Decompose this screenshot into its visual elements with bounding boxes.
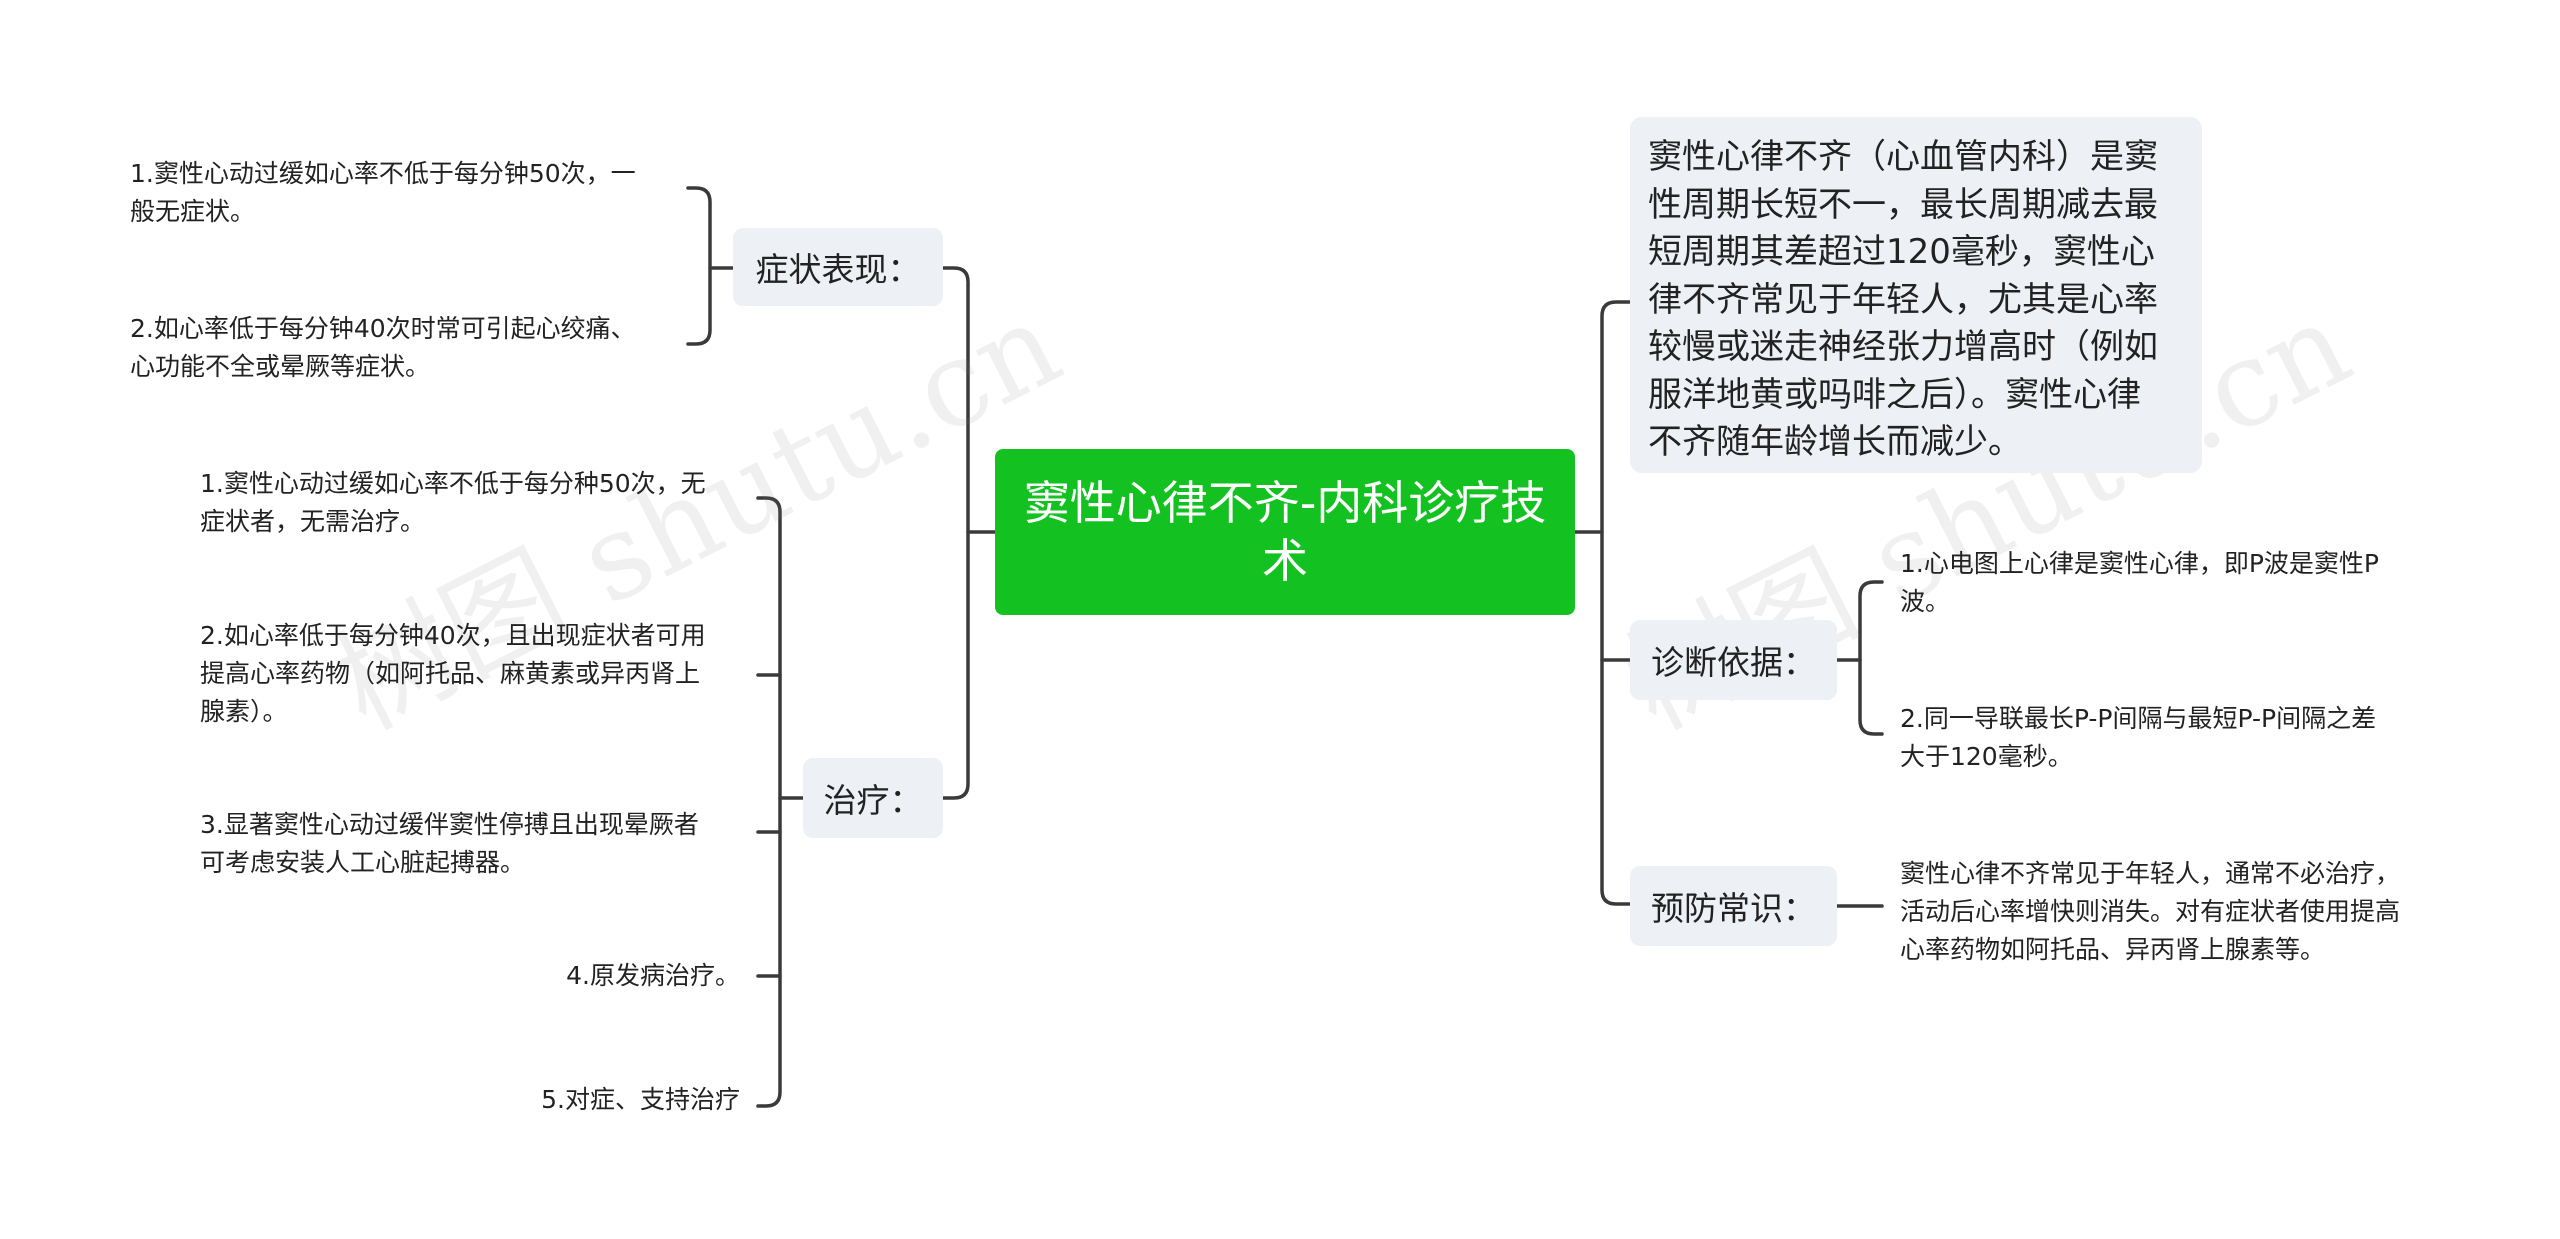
definition-line: 不齐随年龄增长而减少。 [1648,422,2022,462]
leaf-text-line: 2.如心率低于每分钟40次，且出现症状者可用 [200,621,706,650]
diagnosis-item: 1.心电图上心律是窦性心律，即P波是窦性P 波。 [1900,545,2379,621]
leaf-text-line: 腺素）。 [200,697,288,726]
definition-node[interactable]: 窦性心律不齐（心血管内科）是窦 性周期长短不一，最长周期减去最 短周期其差超过1… [1630,117,2202,473]
definition-line: 短周期其差超过120毫秒，窦性心 [1648,232,2155,272]
leaf-text-line: 可考虑安装人工心脏起搏器。 [200,848,526,877]
branch-label: 预防常识： [1651,889,1816,928]
symptom-item: 1.窦性心动过缓如心率不低于每分钟50次，一 般无症状。 [130,155,636,231]
leaf-text-line: 1.心电图上心律是窦性心律，即P波是窦性P [1900,549,2380,578]
branch-treatment[interactable]: 治疗： [803,758,943,838]
definition-line: 窦性心律不齐（心血管内科）是窦 [1648,137,2158,177]
definition-line: 较慢或迷走神经张力增高时（例如 [1648,327,2158,367]
leaf-text-line: 3.显著窦性心动过缓伴窦性停搏且出现晕厥者 [200,810,699,839]
leaf-text-line: 心率药物如阿托品、异丙肾上腺素等。 [1900,935,2326,964]
leaf-text-line: 心功能不全或晕厥等症状。 [130,352,431,381]
leaf-text-line: 窦性心律不齐常见于年轻人，通常不必治疗， [1900,859,2401,888]
treatment-item: 3.显著窦性心动过缓伴窦性停搏且出现晕厥者 可考虑安装人工心脏起搏器。 [200,806,699,882]
leaf-text-line: 般无症状。 [130,197,256,226]
definition-line: 服洋地黄或吗啡之后）。窦性心律 [1648,374,2141,415]
treatment-item: 2.如心率低于每分钟40次，且出现症状者可用 提高心率药物（如阿托品、麻黄素或异… [200,617,706,731]
definition-line: 性周期长短不一，最长周期减去最 [1648,184,2158,225]
treatment-item: 1.窦性心动过缓如心率不低于每分种50次，无 症状者，无需治疗。 [200,465,706,541]
treatment-item: 4.原发病治疗。 [400,957,740,995]
central-topic[interactable]: 窦性心律不齐-内科诊疗技 术 [995,449,1575,615]
leaf-text-line: 波。 [1900,587,1951,616]
leaf-text-line: 5.对症、支持治疗 [541,1085,740,1114]
diagnosis-item: 2.同一导联最长P-P间隔与最短P-P间隔之差 大于120毫秒。 [1900,700,2376,776]
treatment-item: 5.对症、支持治疗 [400,1081,740,1119]
leaf-text-line: 4.原发病治疗。 [566,961,740,990]
leaf-text-line: 2.同一导联最长P-P间隔与最短P-P间隔之差 [1900,704,2377,733]
central-title-line: 术 [1261,534,1308,588]
leaf-text-line: 2.如心率低于每分钟40次时常可引起心绞痛、 [130,314,636,343]
leaf-text-line: 提高心率药物（如阿托品、麻黄素或异丙肾上 [200,659,701,688]
branch-label: 治疗： [823,781,923,820]
central-title-line: 窦性心律不齐-内科诊疗技 [1023,476,1547,530]
symptom-item: 2.如心率低于每分钟40次时常可引起心绞痛、 心功能不全或晕厥等症状。 [130,310,636,386]
definition-line: 律不齐常见于年轻人，尤其是心率 [1648,279,2158,320]
prevention-item: 窦性心律不齐常见于年轻人，通常不必治疗， 活动后心率增快则消失。对有症状者使用提… [1900,855,2400,969]
leaf-text-line: 活动后心率增快则消失。对有症状者使用提高 [1900,897,2401,926]
branch-symptoms[interactable]: 症状表现： [733,228,943,306]
branch-prevention[interactable]: 预防常识： [1630,866,1837,946]
leaf-text-line: 1.窦性心动过缓如心率不低于每分种50次，无 [200,469,706,498]
branch-label: 症状表现： [755,250,921,289]
branch-label: 诊断依据： [1651,643,1816,682]
leaf-text-line: 大于120毫秒。 [1900,742,2073,771]
branch-diagnosis[interactable]: 诊断依据： [1630,620,1837,700]
leaf-text-line: 1.窦性心动过缓如心率不低于每分钟50次，一 [130,159,636,188]
leaf-text-line: 症状者，无需治疗。 [200,507,426,536]
